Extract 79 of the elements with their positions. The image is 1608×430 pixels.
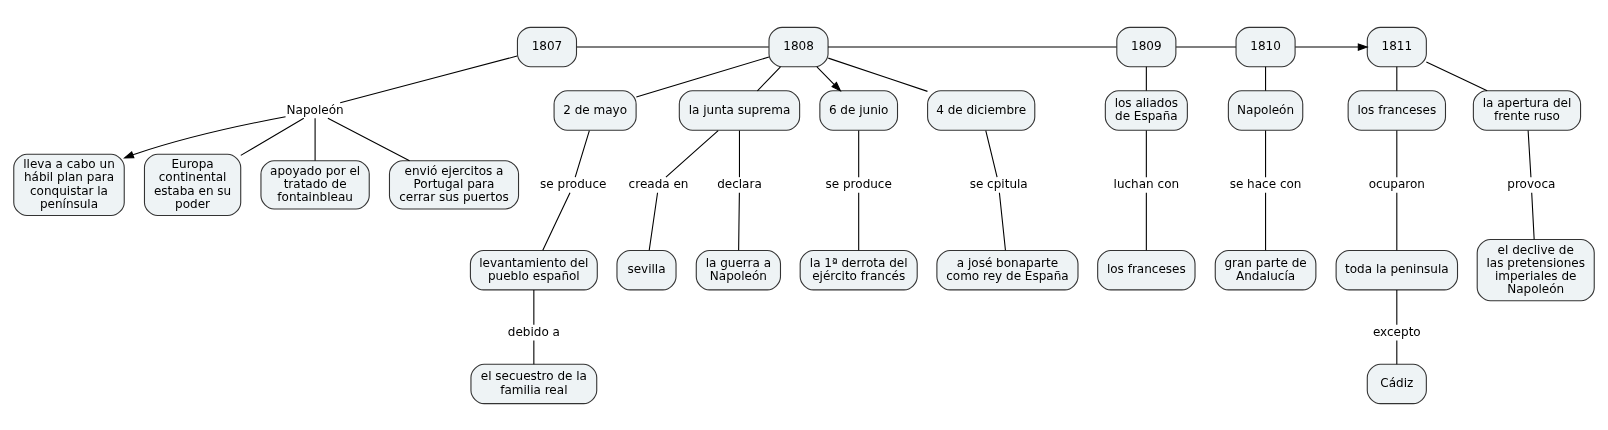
connector: [533, 288, 535, 325]
connector: [1175, 46, 1237, 48]
connector: [985, 129, 998, 178]
node-box: Europa continental estaba en su poder: [143, 153, 242, 216]
connector: [1425, 61, 1488, 91]
node-box: Napoleón: [1227, 89, 1304, 131]
node-text: se produce: [825, 176, 892, 191]
connector: [858, 129, 860, 178]
connector: [998, 191, 1006, 251]
connector: [858, 191, 860, 251]
node-box: la 1ª derrota del ejército francés: [799, 249, 918, 290]
connector: [1527, 129, 1532, 178]
node-box: Cádiz: [1366, 363, 1427, 404]
connector: [756, 65, 782, 91]
node-box: levantamiento del pueblo español: [469, 249, 598, 290]
node-box: la junta suprema: [678, 89, 801, 131]
connector: [1145, 129, 1147, 178]
connector: [1265, 129, 1267, 178]
connector: [1396, 288, 1398, 325]
connector: [576, 46, 770, 48]
node-text: declara: [717, 176, 762, 191]
connector: [1145, 65, 1147, 91]
node-text: creada en: [628, 176, 689, 191]
connector: [1396, 129, 1398, 178]
node-box: gran parte de Andalucía: [1214, 249, 1317, 290]
node-box: 1810: [1235, 26, 1296, 67]
node-box: el declive de las pretensiones imperiales de Napoleón: [1476, 238, 1595, 301]
node-box: 6 de junio: [819, 89, 899, 131]
connector: [738, 191, 740, 251]
connector: [542, 191, 571, 251]
node-text: luchan con: [1113, 176, 1180, 191]
connector: [738, 129, 740, 178]
arrow: [816, 65, 842, 92]
connector: [648, 191, 659, 251]
node-box: apoyado por el tratado de fontainbleau: [260, 159, 370, 209]
node-box: a josé bonaparte como rey de España: [936, 249, 1079, 290]
node-box: toda la peninsula: [1335, 249, 1459, 290]
connector: [327, 117, 411, 161]
connector: [1265, 65, 1267, 91]
connector: [240, 117, 305, 156]
node-text: se hace con: [1229, 176, 1302, 191]
node-box: la apertura del frente ruso: [1472, 89, 1582, 131]
node-box: 1808: [768, 26, 829, 67]
connector: [533, 339, 535, 365]
node-box: los franceses: [1347, 89, 1447, 131]
connector: [1265, 191, 1267, 251]
arrow: [123, 115, 287, 158]
node-text: provoca: [1507, 176, 1556, 191]
connector: [1145, 191, 1147, 251]
node-box: 4 de diciembre: [927, 89, 1036, 131]
connector: [827, 46, 1118, 48]
node-text: excepto: [1372, 324, 1421, 339]
node-box: 2 de mayo: [553, 89, 637, 131]
node-box: los franceses: [1097, 249, 1196, 290]
node-box: sevilla: [616, 249, 677, 290]
node-box: 1811: [1366, 26, 1427, 67]
connector: [1396, 191, 1398, 251]
connector: [827, 57, 928, 92]
node-box: el secuestro de la familia real: [470, 363, 598, 404]
node-box: 1809: [1116, 26, 1177, 67]
node-box: lleva a cabo un hábil plan para conquistar la península: [13, 153, 125, 216]
node-box: 1807: [516, 26, 578, 67]
node-text: debido a: [507, 324, 560, 339]
node-text: se cpitula: [969, 176, 1028, 191]
connector: [339, 55, 518, 103]
connector: [574, 129, 590, 178]
connector: [314, 117, 316, 161]
connector: [1531, 191, 1535, 240]
arrow: [1294, 42, 1369, 51]
connector: [665, 129, 719, 178]
node-text: se produce: [540, 176, 607, 191]
connector: [635, 56, 770, 98]
node-text: ocuparon: [1368, 176, 1425, 191]
connector: [1396, 65, 1398, 91]
node-box: los aliados de España: [1104, 89, 1188, 131]
node-box: envió ejercitos a Portugal para cerrar sus puertos: [388, 159, 520, 209]
node-box: la guerra a Napoleón: [695, 249, 782, 290]
node-text: Napoleón: [286, 102, 344, 117]
connector: [1396, 339, 1398, 365]
